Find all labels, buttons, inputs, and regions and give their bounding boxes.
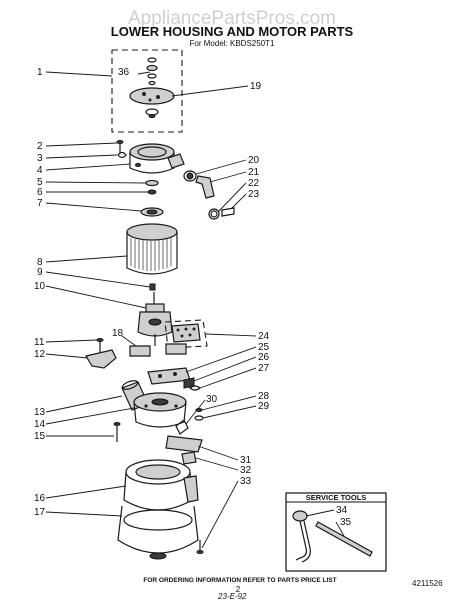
callout-5: 5 <box>37 177 43 188</box>
callout-28: 28 <box>258 391 270 402</box>
callout-19: 19 <box>250 81 262 92</box>
callout-33: 33 <box>240 476 252 487</box>
part-17-base <box>117 505 199 560</box>
callout-27: 27 <box>258 363 270 374</box>
part-12-cover <box>85 349 117 369</box>
document-number: 4211526 <box>412 579 443 588</box>
callout-23: 23 <box>248 189 260 200</box>
part-30-bracket <box>175 419 189 435</box>
part-14-end-bell <box>133 392 187 428</box>
part-34-wrench <box>292 510 311 563</box>
part-6-washer <box>147 189 157 195</box>
part-10-rotor <box>137 292 173 346</box>
callout-2: 2 <box>37 141 43 152</box>
callout-20: 20 <box>248 155 260 166</box>
callout-30: 30 <box>206 394 218 405</box>
callout-18: 18 <box>112 328 124 339</box>
callout-29: 29 <box>258 401 270 412</box>
part-31-plate <box>165 435 203 453</box>
callout-8: 8 <box>37 257 43 268</box>
callout-10: 10 <box>34 281 46 292</box>
callout-17: 17 <box>34 507 46 518</box>
group-box-1 <box>111 49 183 133</box>
part-16-lower-housing <box>123 459 199 511</box>
part-7-seal <box>140 207 164 217</box>
part-9-nut <box>149 283 156 291</box>
callout-22: 22 <box>248 178 260 189</box>
callout-24: 24 <box>258 331 270 342</box>
callout-9: 9 <box>37 267 43 278</box>
callout-34: 34 <box>336 505 348 516</box>
part-5-washer <box>145 179 159 187</box>
callout-35: 35 <box>340 517 352 528</box>
callout-32: 32 <box>240 465 252 476</box>
part-32-clip <box>181 451 197 465</box>
callout-31: 31 <box>240 455 252 466</box>
ordering-note: FOR ORDERING INFORMATION REFER TO PARTS … <box>143 577 336 584</box>
callout-12: 12 <box>34 349 46 360</box>
callout-21: 21 <box>248 167 260 178</box>
part-3-clamp <box>117 151 127 159</box>
callout-labels: 1 2 3 4 5 6 7 8 9 10 11 12 13 14 15 16 1… <box>34 67 352 528</box>
part-19-plate <box>129 87 175 118</box>
part-36-fasteners <box>146 57 158 86</box>
leader-lines <box>45 71 345 549</box>
part-22-gasket <box>208 208 220 220</box>
callout-3: 3 <box>37 153 43 164</box>
callout-13: 13 <box>34 407 46 418</box>
part-11-screw <box>96 338 104 352</box>
service-tools-box: SERVICE TOOLS <box>285 492 387 572</box>
callout-7: 7 <box>37 198 43 209</box>
callout-4: 4 <box>37 165 43 176</box>
service-tools-title: SERVICE TOOLS <box>306 493 367 502</box>
part-4-upper-housing <box>129 143 185 174</box>
watermark-text: AppliancePartsPros.com <box>128 8 336 29</box>
part-20-clamp <box>183 170 197 182</box>
part-35-tool-bar <box>315 521 373 557</box>
callout-11: 11 <box>34 337 45 348</box>
part-21-elbow <box>195 175 215 199</box>
callout-36: 36 <box>118 67 130 78</box>
part-2-screw <box>116 140 124 153</box>
part-18-brushes <box>129 343 187 357</box>
group-box-24 <box>164 319 208 349</box>
callout-14: 14 <box>34 419 46 430</box>
part-15-screw <box>113 422 121 442</box>
part-8-stator <box>126 223 178 275</box>
part-27-spring <box>189 385 201 391</box>
callout-16: 16 <box>34 493 46 504</box>
page-number: 2 <box>236 585 241 594</box>
diagram-title: LOWER HOUSING AND MOTOR PARTS <box>111 24 354 39</box>
callout-6: 6 <box>37 187 43 198</box>
handwritten-note: 23-E-92 <box>217 592 247 600</box>
callout-15: 15 <box>34 431 46 442</box>
part-24-terminal-block <box>171 323 201 343</box>
part-33-screw <box>196 540 204 554</box>
part-29-washer <box>194 415 204 421</box>
callout-1: 1 <box>37 67 43 78</box>
callout-26: 26 <box>258 352 270 363</box>
callout-25: 25 <box>258 342 270 353</box>
part-23-screw <box>221 207 235 217</box>
model-subtitle: For Model: KBDS250T1 <box>190 39 275 48</box>
